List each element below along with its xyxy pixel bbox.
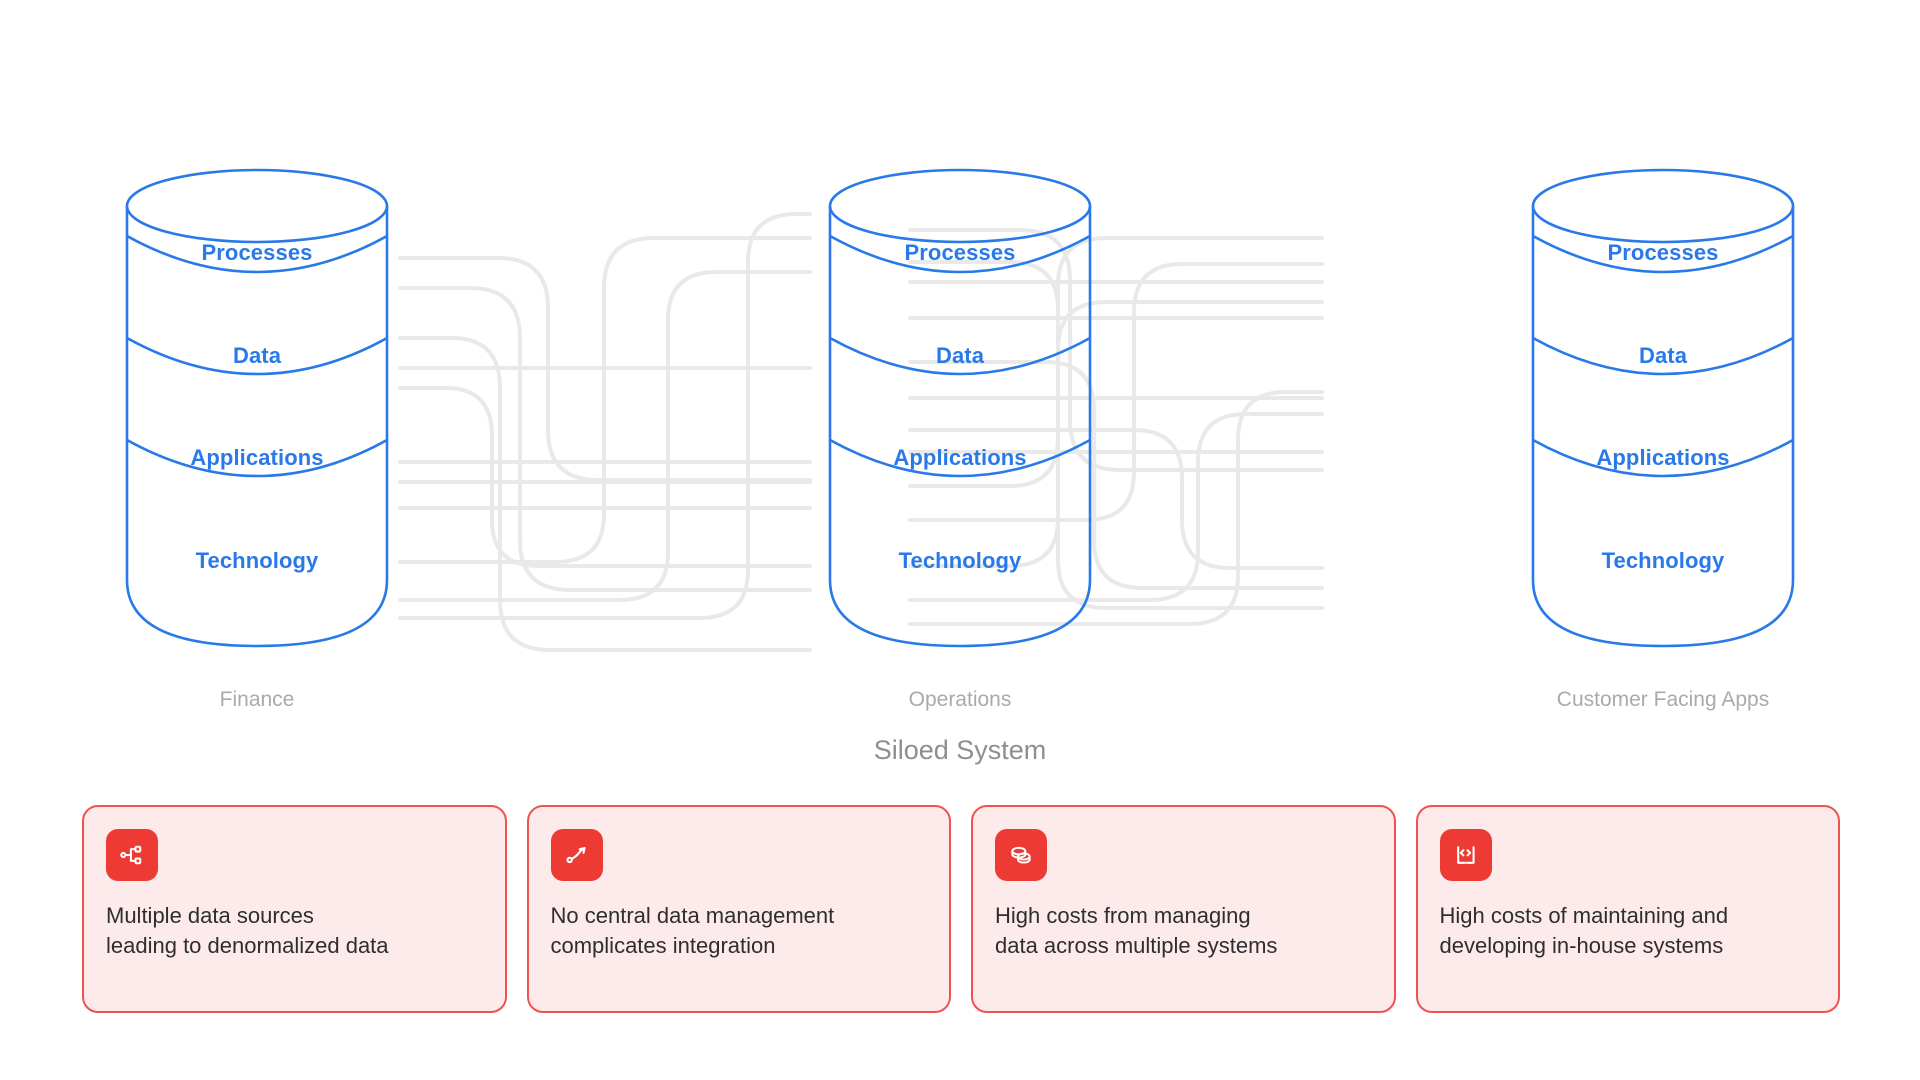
share-network-icon bbox=[106, 829, 158, 881]
code-file-icon bbox=[1439, 829, 1492, 881]
problem-card-text: Multiple data sources leading to denorma… bbox=[106, 903, 389, 959]
silo-caption: Operations bbox=[908, 688, 1012, 711]
problem-card: High costs from managing data across mul… bbox=[971, 805, 1396, 1013]
problem-card-text: High costs of maintaining and developing… bbox=[1439, 903, 1729, 959]
route-arrow-icon bbox=[550, 829, 603, 881]
problem-card-text: High costs from managing data across mul… bbox=[995, 903, 1278, 959]
silo-layer-label: Data bbox=[935, 343, 985, 368]
silo-layer-label: Applications bbox=[190, 445, 324, 470]
silo-layer-label: Data bbox=[232, 343, 282, 368]
silo-layer-label: Data bbox=[1638, 343, 1688, 368]
coins-stack-icon bbox=[995, 829, 1047, 881]
silo-layer-label: Processes bbox=[201, 240, 313, 265]
silo-operations: Processes Data Applications Technology O… bbox=[799, 168, 1121, 711]
silo-layer-label: Technology bbox=[1601, 548, 1725, 573]
silo-caption: Finance bbox=[219, 688, 295, 711]
problem-card: High costs of maintaining and developing… bbox=[1415, 805, 1840, 1013]
silo-layer-label: Technology bbox=[898, 548, 1022, 573]
silo-layer-label: Applications bbox=[1596, 445, 1730, 470]
diagram-title: Siloed System bbox=[873, 735, 1047, 765]
silo-customer-facing-apps: Processes Data Applications Technology C… bbox=[1502, 168, 1824, 711]
silo-cylinder-shape bbox=[828, 168, 1092, 648]
silo-layer-label: Technology bbox=[195, 548, 319, 573]
silo-cylinder-shape bbox=[1531, 168, 1795, 648]
silo-layer-label: Processes bbox=[904, 240, 1016, 265]
problem-card-text: No central data management complicates i… bbox=[550, 903, 835, 959]
problem-card: No central data management complicates i… bbox=[526, 805, 951, 1013]
silo-layer-label: Applications bbox=[893, 445, 1027, 470]
silo-layer-label: Processes bbox=[1607, 240, 1719, 265]
silo-cylinder-shape bbox=[125, 168, 389, 648]
silo-caption: Customer Facing Apps bbox=[1556, 688, 1770, 711]
problem-cards-row: Multiple data sources leading to denorma… bbox=[82, 805, 1840, 1013]
problem-card: Multiple data sources leading to denorma… bbox=[82, 805, 507, 1013]
silo-finance: Processes Data Applications Technology F… bbox=[96, 168, 418, 711]
